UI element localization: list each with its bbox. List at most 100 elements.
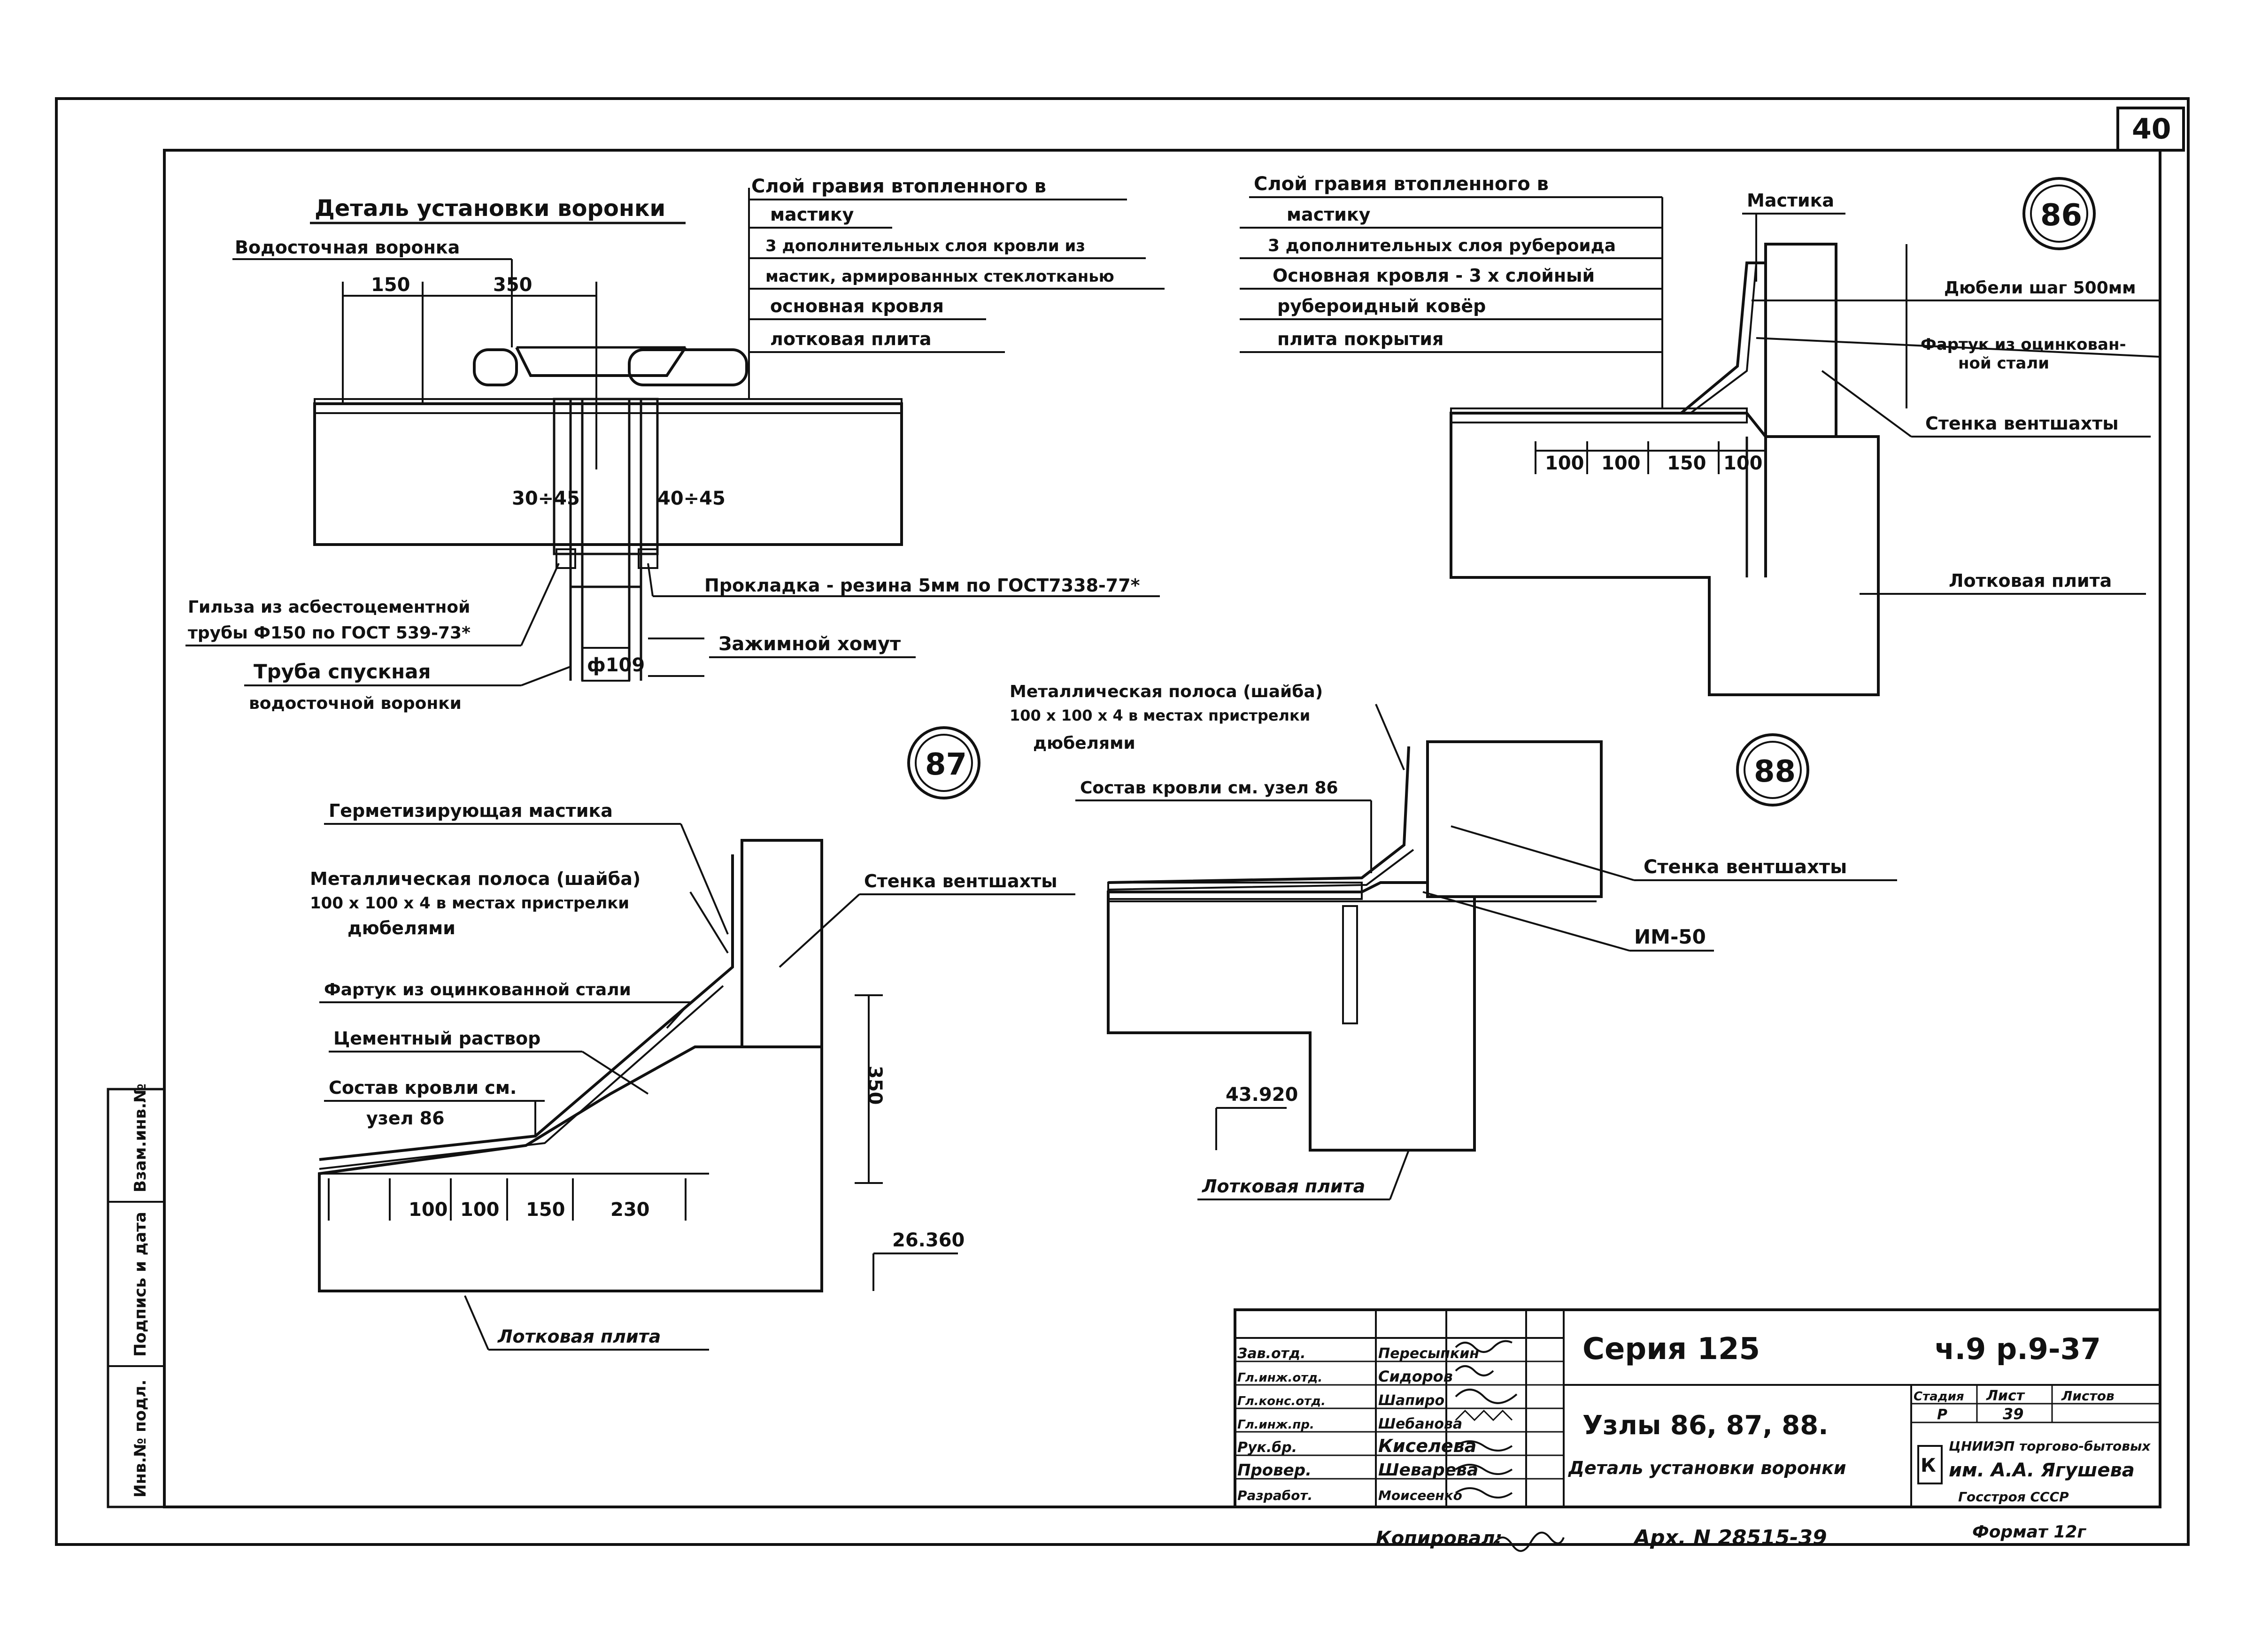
funnel-layer-6: лотковая плита (770, 329, 932, 349)
gasket-label: Прокладка - резина 5мм по ГОСТ7338-77* (704, 575, 1140, 596)
funnel-detail: Деталь установки воронки Водосточная вор… (185, 176, 1165, 713)
footer-archive: Арх. N 28515-39 (1633, 1526, 1827, 1550)
tb-role-5: Рук.бр. (1237, 1439, 1297, 1456)
node-87-wall: Стенка вентшахты (864, 871, 1057, 891)
node-87-dim-4: 230 (610, 1199, 650, 1221)
node-87-roof-2: узел 86 (366, 1108, 445, 1129)
pipe-diameter: ф109 (587, 654, 645, 676)
funnel-layer-4: мастик, армированных стеклотканью (765, 267, 1114, 286)
funnel-layer-3: 3 дополнительных слоя кровли из (765, 237, 1085, 255)
tb-role-3: Гл.конс.отд. (1237, 1394, 1326, 1408)
node-86-dim-2: 100 (1601, 453, 1641, 474)
node-87-strip-3: дюбелями (347, 918, 455, 938)
clamp-label: Зажимной хомут (718, 633, 901, 655)
side-stamp-sign: Подпись и дата (131, 1212, 150, 1357)
node-87-dim-2: 100 (460, 1199, 500, 1221)
funnel-detail-title: Деталь установки воронки (315, 195, 665, 222)
dim-150: 150 (371, 274, 410, 296)
tb-signatures (1455, 1340, 1518, 1498)
tb-name-6: Шеварева (1378, 1460, 1478, 1480)
tb-nodes: Узлы 86, 87, 88. (1582, 1410, 1828, 1441)
dim-left: 30÷45 (512, 488, 580, 509)
tb-stage-header: Стадия (1914, 1390, 1964, 1404)
tb-name-4: Шебанова (1378, 1416, 1462, 1432)
tb-org-2: им. А.А. Ягушева (1949, 1460, 2135, 1481)
node-86-dowels: Дюбели шаг 500мм (1944, 278, 2136, 298)
tb-name-1: Пересыпкин (1378, 1345, 1479, 1362)
node-88-circle (1736, 733, 1809, 807)
pipe-label-1: Труба спускная (254, 660, 431, 683)
node-87-sealant: Герметизирующая мастика (329, 800, 613, 821)
tb-name-5: Киселева (1378, 1436, 1476, 1456)
node-86-apron-2: ной стали (1958, 354, 2049, 373)
node-88-mark: 43.920 (1226, 1084, 1298, 1106)
node-88: 88 Металлическая полоса (шайба) 100 х 10… (1010, 682, 1897, 1200)
node-88-roof: Состав кровли см. узел 86 (1080, 778, 1338, 798)
tb-role-4: Гл.инж.пр. (1237, 1418, 1314, 1432)
tb-sheet-header: Лист (1986, 1388, 2025, 1404)
funnel-layers-callout: Слой гравия втопленного в мастику 3 допо… (748, 176, 1165, 399)
node-87-number: 87 (925, 747, 967, 782)
node-87-circle (907, 726, 980, 799)
dim-right: 40÷45 (657, 488, 726, 509)
node-87-slab: Лотковая плита (497, 1326, 661, 1347)
node-87-apron: Фартук из оцинкованной стали (324, 980, 631, 999)
node-86-slab: Лотковая плита (1949, 570, 2112, 591)
tb-role-1: Зав.отд. (1237, 1345, 1306, 1362)
node-87-strip-2: 100 х 100 х 4 в местах пристрелки (310, 894, 629, 913)
side-stamp: Инв.№ подл. Подпись и дата Взам.инв.№ (107, 1083, 166, 1508)
node-88-wall: Стенка вентшахты (1644, 856, 1847, 878)
tb-role-2: Гл.инж.отд. (1237, 1371, 1322, 1385)
node-88-strip-2: 100 х 100 х 4 в местах пристрелки (1010, 707, 1310, 724)
node-86: 86 Слой гравия втопленного в мастику 3 д… (1240, 173, 2161, 696)
node-86-mastic: Мастика (1747, 190, 1834, 211)
tb-org-1: ЦНИИЭП торгово-бытовых (1949, 1438, 2151, 1454)
side-stamp-inv: Инв.№ подл. (131, 1380, 150, 1498)
tb-part: ч.9 р.9-37 (1935, 1332, 2101, 1366)
node-87-mark: 26.360 (892, 1229, 965, 1251)
node-87-strip-1: Металлическая полоса (шайба) (310, 868, 641, 889)
node-87-dim-350: 350 (864, 1066, 886, 1105)
node-86-dim-1: 100 (1545, 453, 1584, 474)
footer-copied: Копировал: (1376, 1528, 1503, 1549)
node-86-number: 86 (2040, 198, 2082, 233)
tb-name-2: Сидоров (1378, 1368, 1453, 1385)
sheet-frame (55, 97, 2190, 1546)
funnel-layer-5: основная кровля (770, 296, 944, 316)
sheet-number: 40 (2132, 113, 2171, 146)
node-86-layer-6: плита покрытия (1277, 329, 1443, 349)
tb-sheet: 39 (2003, 1405, 2024, 1423)
node-86-layer-4: Основная кровля - 3 х слойный (1273, 265, 1595, 286)
node-88-number: 88 (1754, 754, 1796, 789)
node-87-dim-1: 100 (409, 1199, 448, 1221)
tb-role-7: Разработ. (1237, 1488, 1312, 1503)
tb-name-3: Шапиро (1378, 1392, 1444, 1409)
tb-name-7: Моисеенко (1378, 1488, 1462, 1503)
tb-stage: Р (1937, 1406, 1947, 1423)
sleeve-label-2: трубы Ф150 по ГОСТ 539-73* (188, 623, 471, 643)
node-87-mortar: Цементный раствор (333, 1028, 540, 1049)
tb-detail: Деталь установки воронки (1568, 1458, 1846, 1478)
footer: Копировал: Арх. N 28515-39 Формат 12г (1376, 1522, 2086, 1552)
pipe-label-2: водосточной воронки (249, 694, 462, 713)
tb-role-6: Провер. (1237, 1461, 1312, 1480)
node-86-wall: Стенка вентшахты (1925, 413, 2119, 434)
title-block: Зав.отд. Гл.инж.отд. Гл.конс.отд. Гл.инж… (1234, 1308, 2161, 1508)
node-87-dims: 100 100 150 230 350 (328, 994, 886, 1221)
node-86-layer-1: Слой гравия втопленного в (1254, 173, 1549, 195)
tb-sheets-header: Листов (2061, 1388, 2115, 1404)
funnel-label: Водосточная воронка (235, 237, 460, 258)
org-logo: К (1917, 1445, 1943, 1484)
node-88-im: ИМ-50 (1634, 925, 1706, 948)
node-86-dim-3: 150 (1667, 453, 1706, 474)
node-86-dims: 100 100 150 100 (1535, 441, 1766, 474)
footer-format: Формат 12г (1972, 1522, 2086, 1542)
tb-series: Серия 125 (1582, 1332, 1760, 1367)
node-86-layer-5: рубероидный ковёр (1277, 296, 1486, 316)
svg-text:К: К (1921, 1455, 1936, 1476)
node-86-layer-3: 3 дополнительных слоя рубероида (1268, 236, 1616, 255)
node-86-layers-callout: Слой гравия втопленного в мастику 3 допо… (1240, 173, 1663, 408)
node-86-circle (2022, 177, 2096, 250)
node-86-layer-2: мастику (1287, 204, 1371, 225)
